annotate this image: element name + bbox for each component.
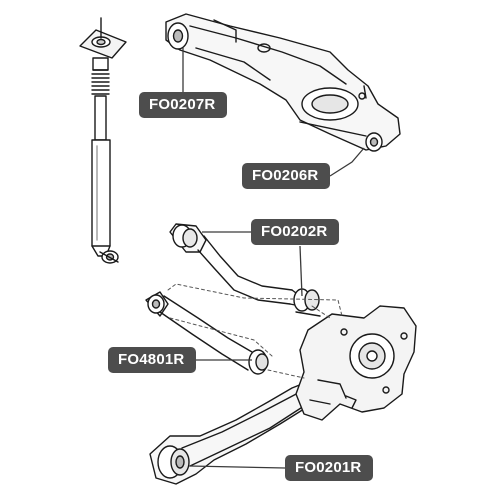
assembly-guide-lines [167,283,343,379]
callout-fo4801r: FO4801R [108,347,196,373]
callout-fo0201r: FO0201R [285,455,373,481]
callout-fo0206r: FO0206R [242,163,330,189]
callout-fo0207r: FO0207R [139,92,227,118]
upper-lateral-arm [165,13,401,152]
wheel-knuckle [295,305,417,421]
callout-fo0202r: FO0202R [251,219,339,245]
lower-control-arm [145,291,269,375]
shock-absorber [79,17,127,264]
leader-lines [182,48,365,469]
upper-control-link [169,223,321,317]
